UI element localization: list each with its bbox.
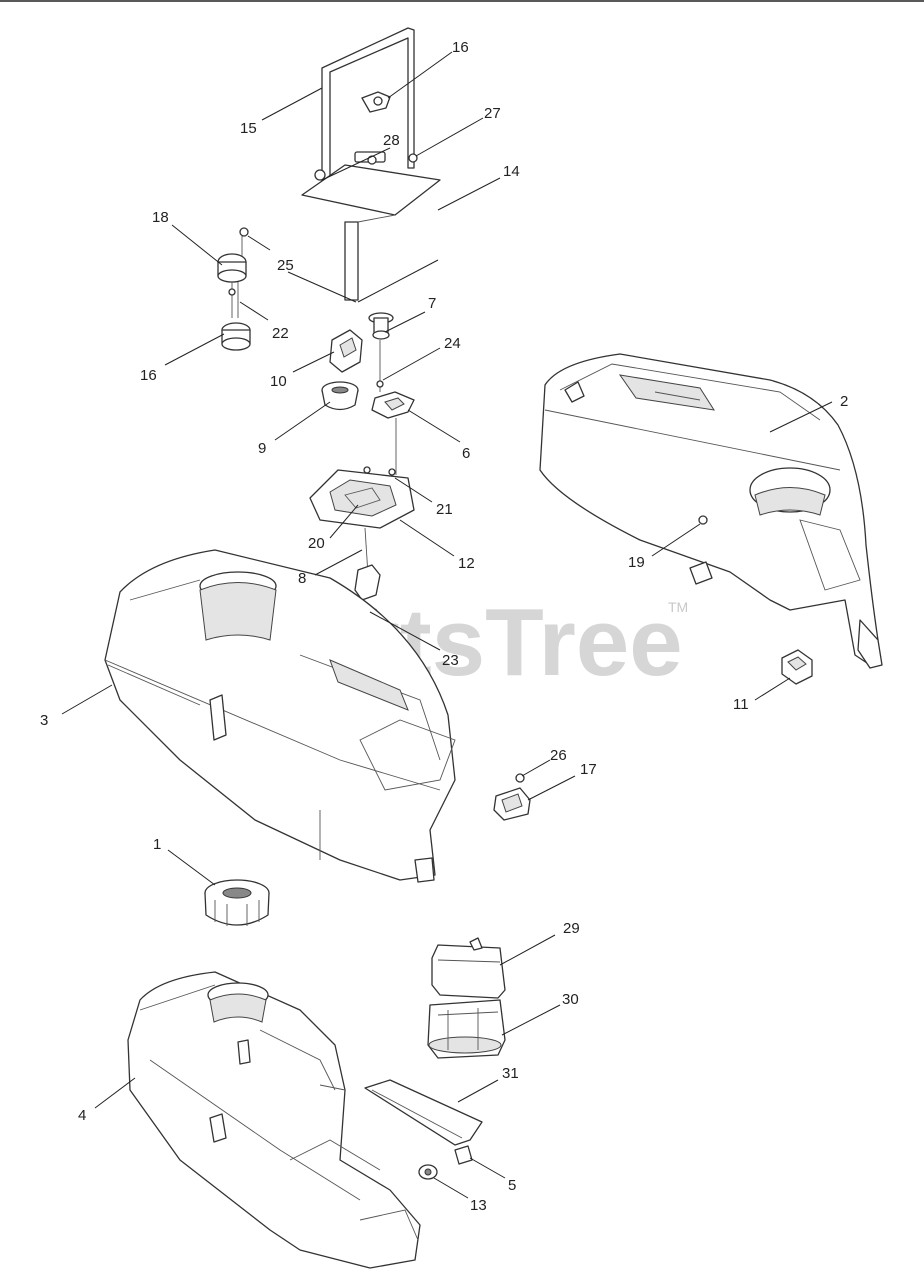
callout-31: 31: [502, 1065, 519, 1082]
callout-23: 23: [442, 652, 459, 669]
part-17-bracket[interactable]: [493, 787, 531, 821]
part-29-cover[interactable]: [431, 937, 506, 999]
part-15-bracket[interactable]: [321, 27, 415, 186]
callout-5: 5: [508, 1177, 516, 1194]
callout-3: 3: [40, 712, 48, 729]
watermark-trademark: TM: [668, 599, 688, 615]
part-7-knob[interactable]: [368, 312, 394, 340]
callout-29: 29: [563, 920, 580, 937]
callout-16-lower: 16: [140, 367, 157, 384]
callout-28: 28: [383, 132, 400, 149]
part-16-knob-top[interactable]: [361, 91, 391, 113]
callout-17: 17: [580, 761, 597, 778]
callout-20: 20: [308, 535, 325, 552]
part-11-clip[interactable]: [781, 649, 813, 685]
callout-18: 18: [152, 209, 169, 226]
callout-30: 30: [562, 991, 579, 1008]
part-10-switch[interactable]: [329, 329, 363, 373]
callout-26: 26: [550, 747, 567, 764]
part-22-spring[interactable]: [228, 282, 239, 318]
callout-11: 11: [733, 696, 749, 713]
part-2-hood[interactable]: [539, 353, 883, 669]
part-14-plate[interactable]: [301, 164, 441, 301]
part-9-grommet[interactable]: [321, 381, 359, 411]
part-25-pin[interactable]: [239, 227, 249, 237]
callout-12: 12: [458, 555, 475, 572]
callout-15: 15: [240, 120, 257, 137]
callout-7: 7: [428, 295, 436, 312]
callout-9: 9: [258, 440, 266, 457]
callout-1: 1: [153, 836, 161, 853]
callout-19: 19: [628, 554, 645, 571]
callout-24: 24: [444, 335, 461, 352]
callout-13: 13: [470, 1197, 487, 1214]
part-13-bushing[interactable]: [418, 1164, 438, 1180]
callout-22: 22: [272, 325, 289, 342]
part-5-screw[interactable]: [454, 1145, 473, 1165]
part-18-cap[interactable]: [217, 232, 247, 283]
part-1-fuel-cap[interactable]: [204, 879, 270, 926]
part-27-nut[interactable]: [408, 153, 418, 163]
callout-14: 14: [503, 163, 520, 180]
callout-4: 4: [78, 1107, 86, 1124]
part-14-hex-nut[interactable]: [314, 169, 326, 181]
part-24-rod[interactable]: [376, 340, 384, 392]
callout-16-top: 16: [452, 39, 469, 56]
callout-6: 6: [462, 445, 470, 462]
part-4-fuel-tank[interactable]: [127, 971, 421, 1269]
part-12-control-panel[interactable]: [309, 466, 415, 529]
leader-lines: [61, 51, 833, 1199]
callout-25: 25: [277, 257, 294, 274]
callout-numbers: 15 16 27 28 14 18 25 22 16 7 24 10 9 6 2…: [40, 39, 848, 1214]
part-16-knob-lower[interactable]: [221, 322, 251, 351]
callout-8: 8: [298, 570, 306, 587]
part-3-fender-body[interactable]: [104, 549, 456, 883]
callout-2: 2: [840, 393, 848, 410]
callout-21: 21: [436, 501, 453, 518]
callout-10: 10: [270, 373, 287, 390]
callout-27: 27: [484, 105, 501, 122]
part-30-filter-housing[interactable]: [427, 999, 506, 1059]
part-6-latch[interactable]: [371, 391, 415, 475]
part-31-plate[interactable]: [364, 1079, 483, 1146]
